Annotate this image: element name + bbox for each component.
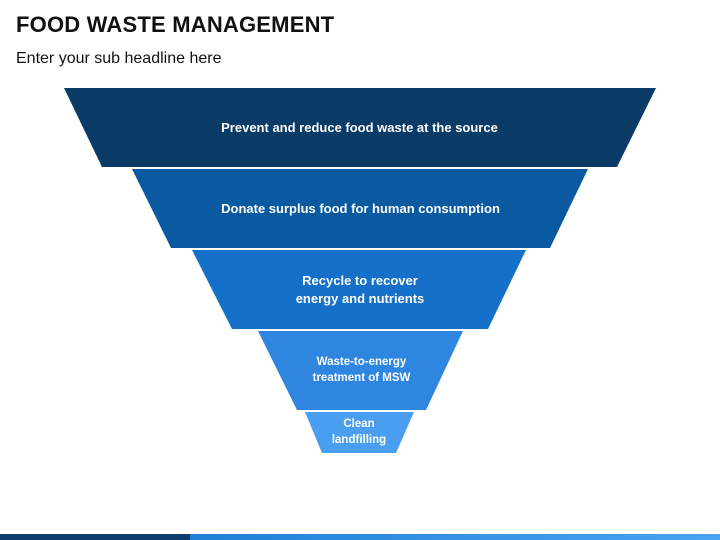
funnel-tier-3-line-1: Recycle to recover — [302, 272, 418, 288]
funnel-tier-2 — [132, 169, 588, 248]
funnel-tier-3 — [192, 250, 526, 329]
funnel-tier-1 — [64, 88, 656, 167]
funnel-tier-5 — [305, 412, 414, 453]
funnel-tier-3-line-2: energy and nutrients — [295, 290, 425, 306]
funnel-tier-4-label: Waste-to-energy treatment of MSW — [297, 331, 426, 410]
funnel-tier-4-line-2: treatment of MSW — [312, 371, 411, 384]
funnel-tier-2-label: Donate surplus food for human consumptio… — [171, 169, 550, 248]
footer-bar-dark — [0, 534, 190, 540]
footer-bar — [0, 534, 720, 540]
footer-bar-light — [190, 534, 720, 540]
funnel-tier-4-line-1: Waste-to-energy — [316, 355, 407, 368]
funnel-tier-1-line-1: Prevent and reduce food waste at the sou… — [221, 119, 498, 135]
slide-title: FOOD WASTE MANAGEMENT — [16, 12, 335, 37]
funnel-tier-3-label: Recycle to recover energy and nutrients — [232, 250, 488, 329]
funnel-tier-5-label: Clean landfilling — [322, 412, 396, 453]
funnel-tier-5-line-1: Clean — [343, 417, 375, 430]
slide-subtitle: Enter your sub headline here — [16, 50, 222, 67]
funnel-tier-5-line-2: landfilling — [331, 433, 387, 446]
funnel-tier-2-line-1: Donate surplus food for human consumptio… — [221, 200, 500, 216]
funnel-tier-1-label: Prevent and reduce food waste at the sou… — [102, 88, 617, 167]
funnel-tier-4 — [258, 331, 463, 410]
